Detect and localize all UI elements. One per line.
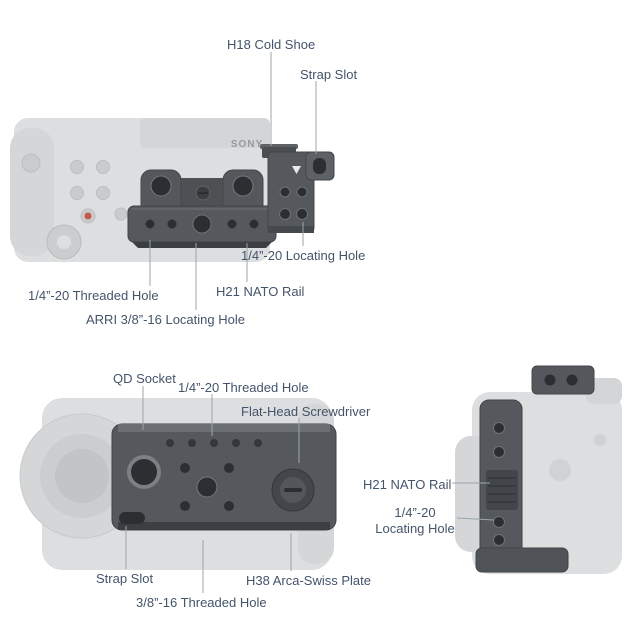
brand-logo-text: SONY bbox=[231, 139, 263, 150]
arca-dovetail-edge-top bbox=[118, 424, 330, 432]
annotation-threaded-hole-bottom: 1/4”-20 Threaded Hole bbox=[178, 380, 309, 395]
annotation-screwdriver: Flat-Head Screwdriver bbox=[241, 404, 371, 419]
flat-head-screwdriver bbox=[271, 468, 315, 512]
cage-side-bracket bbox=[260, 144, 335, 233]
rear-view-illustration: SONY bbox=[10, 118, 335, 262]
annotation-locating-hole-side: 1/4”-20 Locating Hole bbox=[375, 505, 455, 536]
annotation-h18-cold-shoe: H18 Cold Shoe bbox=[227, 37, 316, 52]
leader-lines bbox=[125, 52, 495, 593]
quarter20-threaded-hole bbox=[145, 219, 155, 229]
strap-slot-bottom bbox=[119, 512, 145, 524]
arri-38-locating-hole bbox=[192, 214, 212, 234]
cage-rear-plate bbox=[127, 169, 277, 248]
nato-rail-rear bbox=[127, 205, 277, 248]
annotation-strap-slot-bottom: Strap Slot bbox=[96, 571, 154, 586]
leader-locating-hole-side bbox=[456, 517, 495, 521]
bottom-view-illustration bbox=[19, 398, 337, 570]
side-view-illustration bbox=[455, 365, 622, 574]
alignment-triangle-mark bbox=[292, 166, 301, 174]
threaded-hole-quarter20 bbox=[180, 463, 190, 473]
side-locating-hole bbox=[493, 516, 505, 528]
center-screw bbox=[195, 185, 211, 201]
qd-socket bbox=[127, 455, 161, 489]
cage-bottom-plate-side bbox=[475, 547, 569, 573]
quarter20-locating-hole bbox=[279, 208, 291, 220]
strap-slot-rear bbox=[305, 151, 335, 181]
cage-ear-hole-right bbox=[232, 175, 254, 197]
annotation-locating-hole-rear: 1/4”-20 Locating Hole bbox=[241, 248, 366, 263]
annotation-qd-socket: QD Socket bbox=[113, 371, 176, 386]
nato-rail-side bbox=[486, 470, 518, 510]
annotation-arri-locating-hole: ARRI 3/8”-16 Locating Hole bbox=[86, 312, 245, 327]
annotation-arca-plate: H38 Arca-Swiss Plate bbox=[246, 573, 371, 588]
annotation-threaded-hole-38: 3/8”-16 Threaded Hole bbox=[136, 595, 267, 610]
control-dial bbox=[46, 224, 82, 260]
cage-ear-hole-left bbox=[150, 175, 172, 197]
annotation-threaded-hole-rear: 1/4”-20 Threaded Hole bbox=[28, 288, 159, 303]
record-button bbox=[80, 208, 96, 224]
threaded-hole-38 bbox=[196, 476, 218, 498]
annotation-strap-slot-rear: Strap Slot bbox=[300, 67, 358, 82]
annotation-nato-rail-side: H21 NATO Rail bbox=[363, 477, 452, 492]
cage-side-rail bbox=[475, 365, 595, 573]
cage-baseplate bbox=[111, 423, 337, 531]
arca-dovetail-edge-bottom bbox=[118, 522, 330, 530]
cage-top-plate bbox=[531, 365, 595, 395]
annotation-nato-rail-rear: H21 NATO Rail bbox=[216, 284, 305, 299]
